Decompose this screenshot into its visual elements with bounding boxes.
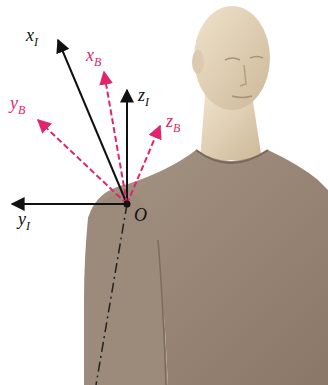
axis-label: yB [10, 94, 25, 112]
axis-label: xI [26, 26, 38, 44]
inertial-frame [12, 40, 127, 204]
body-frame [38, 72, 160, 204]
axis-label: zB [166, 112, 180, 130]
human-figure [84, 6, 328, 385]
axis-label: yI [18, 210, 30, 228]
axis-label: xB [86, 46, 101, 64]
axis-label: zI [138, 86, 149, 104]
axis-label: O [134, 206, 147, 224]
origin-dot [124, 201, 131, 208]
